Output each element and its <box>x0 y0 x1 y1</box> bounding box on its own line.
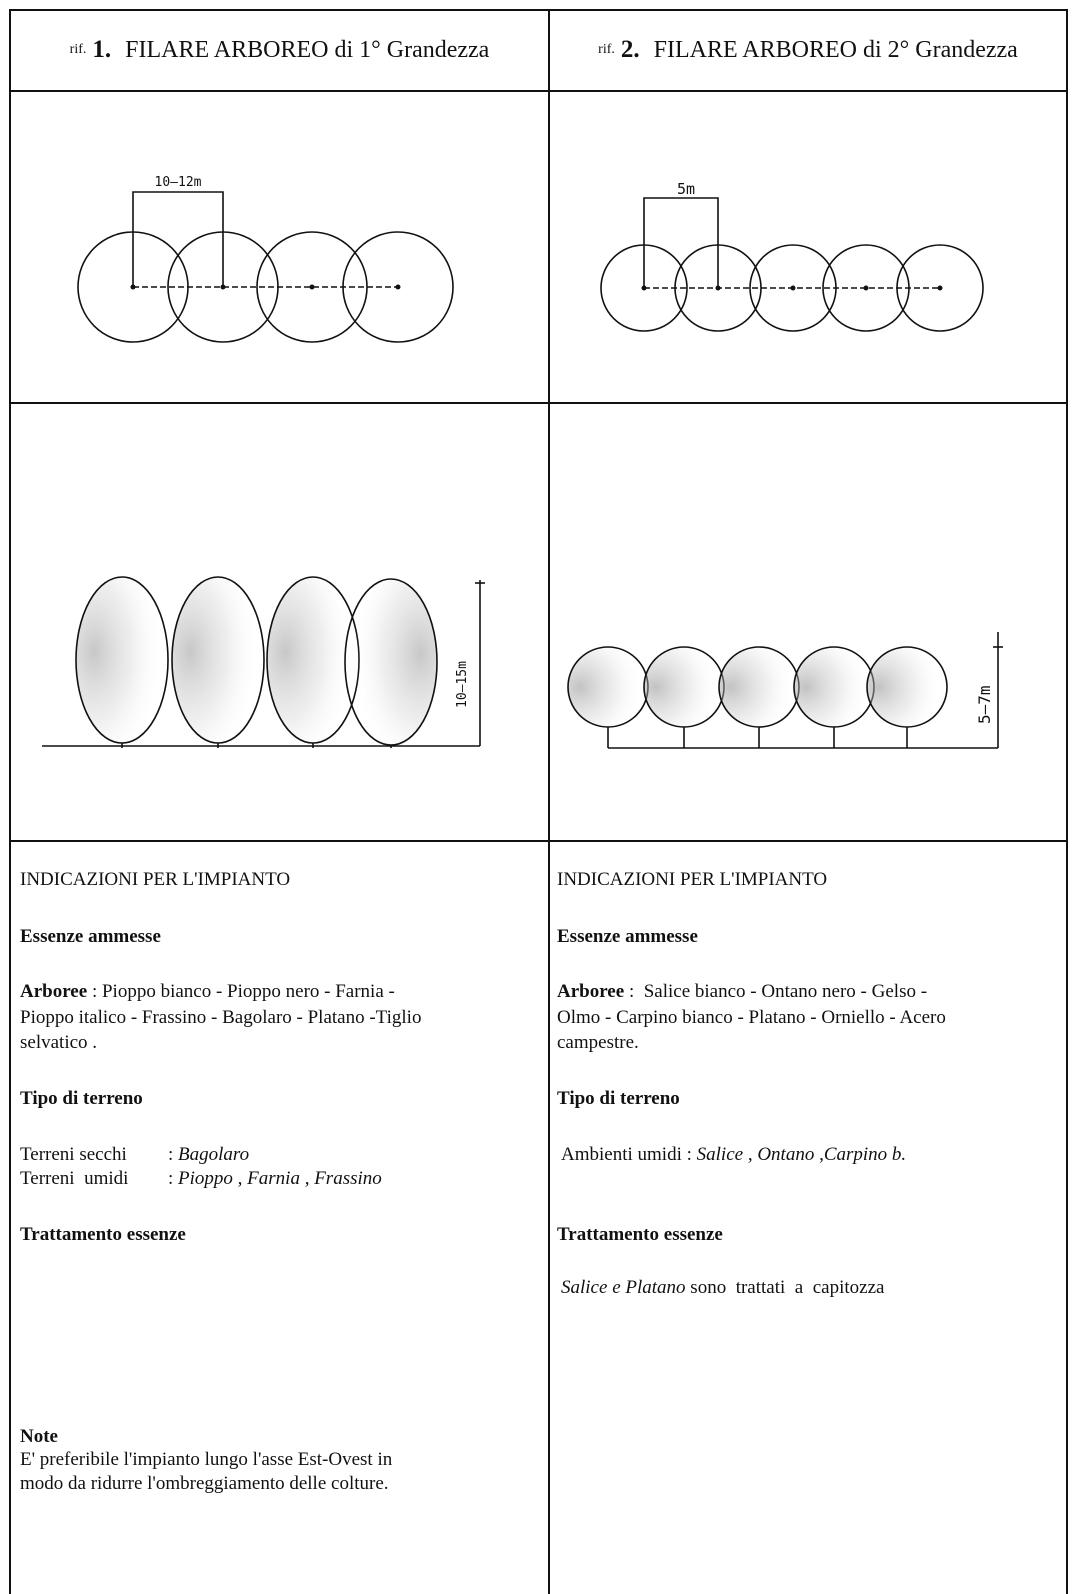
arboree-line-1: Arboree : Pioppo bianco - Pioppo nero - … <box>20 980 395 1004</box>
tree-crown-elevation <box>718 646 800 728</box>
treatment-conj: e <box>607 1277 626 1298</box>
ref-number: 1. <box>92 36 112 63</box>
soil-row: Ambienti umidi : Salice , Ontano ,Carpin… <box>561 1143 906 1167</box>
plan-view-2: 5m <box>600 180 984 332</box>
elevation-view-2: 5–7m <box>567 632 1003 749</box>
species-heading: Essenze ammesse <box>557 926 698 947</box>
note-line-1: E' preferibile l'impianto lungo l'asse E… <box>20 1449 393 1470</box>
column-header-1: rif. 1. FILARE ARBOREO di 1° Grandezza <box>11 10 548 90</box>
column-header-2: rif. 2. FILARE ARBOREO di 2° Grandezza <box>550 10 1066 90</box>
table-border-top <box>9 9 1068 11</box>
arboree-label: Arboree <box>20 981 88 1002</box>
column-title: FILARE ARBOREO di 2° Grandezza <box>653 36 1018 63</box>
elevation-view-1: 10–15m <box>42 576 485 748</box>
treatment-text: Salice e Platano sono trattati a capitoz… <box>561 1276 884 1300</box>
plan-view-1: 10–12m <box>77 175 454 343</box>
arboree-label: Arboree <box>557 981 625 1002</box>
soil-row: Terreni umidi: Pioppo , Farnia , Frassin… <box>20 1167 382 1191</box>
dimension-bracket <box>132 191 224 287</box>
soil-heading: Tipo di terreno <box>557 1088 680 1109</box>
soil-value: Salice , Ontano ,Carpino b. <box>696 1144 907 1165</box>
column-title: FILARE ARBOREO di 1° Grandezza <box>125 36 490 63</box>
plan-dimension-label: 10–12m <box>155 175 202 190</box>
arboree-sep: : <box>87 981 102 1002</box>
indications-title: INDICAZIONI PER L'IMPIANTO <box>557 869 828 890</box>
note-line-2: modo da ridurre l'ombreggiamento delle c… <box>20 1473 389 1494</box>
row-divider-elevation <box>9 840 1068 842</box>
ref-prefix: rif. <box>598 42 615 57</box>
arboree-line-2: Pioppo italico - Frassino - Bagolaro - P… <box>20 1007 422 1028</box>
treatment-heading: Trattamento essenze <box>557 1224 723 1245</box>
row-divider-header <box>9 90 1068 92</box>
tree-crown-elevation <box>866 646 948 728</box>
soil-sep: : <box>168 1144 174 1165</box>
table-border-right <box>1066 9 1068 1594</box>
indications-title: INDICAZIONI PER L'IMPIANTO <box>20 869 291 890</box>
arboree-text: Salice bianco - Ontano nero - Gelso - <box>643 981 928 1002</box>
tree-crown-elevation <box>793 646 875 728</box>
treatment-species-2: Platano <box>625 1277 686 1298</box>
ref-prefix: rif. <box>69 42 87 57</box>
tree-crown-elevation <box>75 576 169 744</box>
treatment-species-1: Salice <box>561 1277 608 1298</box>
treatment-heading: Trattamento essenze <box>20 1224 186 1245</box>
arboree-text: Pioppo bianco - Pioppo nero - Farnia - <box>101 981 395 1002</box>
dimension-bracket <box>643 197 719 288</box>
tree-crown-elevation <box>171 576 265 744</box>
elevation-dimension-label: 5–7m <box>975 685 994 724</box>
soil-heading: Tipo di terreno <box>20 1088 143 1109</box>
tree-crown-elevation <box>643 646 725 728</box>
table-border-left <box>9 9 11 1594</box>
arboree-line-1: Arboree : Salice bianco - Ontano nero - … <box>557 980 927 1004</box>
tree-crown-elevation <box>567 646 649 728</box>
arboree-line-3: selvatico . <box>20 1032 98 1053</box>
arboree-line-3: campestre. <box>557 1032 639 1053</box>
tree-crown-elevation <box>344 578 438 746</box>
species-heading: Essenze ammesse <box>20 926 161 947</box>
ref-number: 2. <box>620 36 640 63</box>
soil-row: Terreni secchi: Bagolaro <box>20 1143 249 1167</box>
treatment-rest: sono trattati a capitozza <box>685 1277 885 1298</box>
note-heading: Note <box>20 1426 58 1447</box>
soil-label: Terreni umidi <box>20 1168 129 1189</box>
elevation-dimension-label: 10–15m <box>455 661 470 708</box>
soil-value: Pioppo , Farnia , Frassino <box>178 1168 382 1189</box>
arboree-line-2: Olmo - Carpino bianco - Platano - Orniel… <box>557 1007 946 1028</box>
arboree-sep: : <box>624 981 644 1002</box>
row-divider-plan <box>9 402 1068 404</box>
plan-dimension-label: 5m <box>677 180 695 198</box>
column-divider <box>548 9 550 1594</box>
soil-value: Bagolaro <box>178 1144 250 1165</box>
soil-label: Ambienti umidi : <box>561 1144 697 1165</box>
soil-sep: : <box>168 1168 174 1189</box>
soil-label: Terreni secchi <box>20 1144 127 1165</box>
